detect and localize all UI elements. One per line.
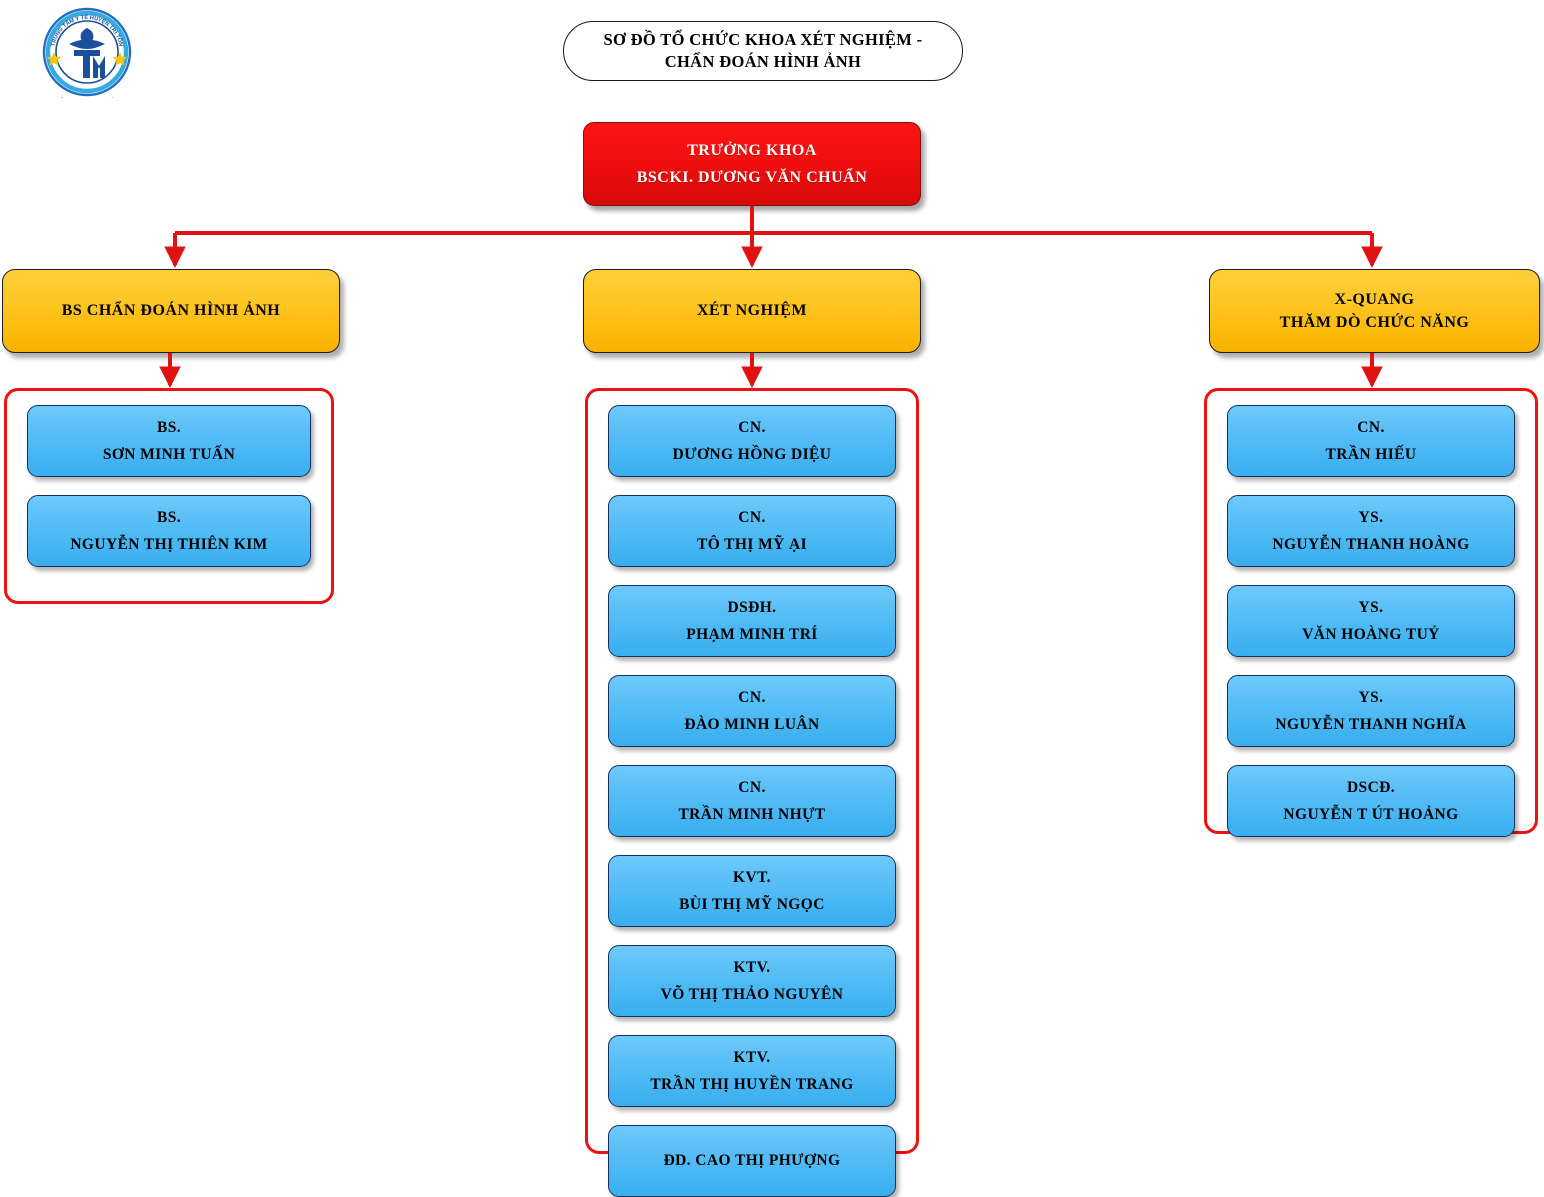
staff-card[interactable]: CN. TÔ THỊ MỸ ẠI — [608, 495, 896, 567]
staff-card[interactable]: KTV. TRẦN THỊ HUYỀN TRANG — [608, 1035, 896, 1107]
staff-name-label: NGUYỄN THANH NGHĨA — [1275, 715, 1467, 733]
staff-name-label: PHẠM MINH TRÍ — [686, 625, 818, 643]
staff-title-label: BS. — [156, 508, 182, 526]
staff-card[interactable]: YS. VĂN HOÀNG TUỶ — [1227, 585, 1515, 657]
department-title-line-2: THĂM DÒ CHỨC NĂNG — [1279, 313, 1470, 331]
staff-title-label: YS. — [1358, 688, 1384, 706]
node-department-chan-doan-hinh-anh[interactable]: BS CHẨN ĐOÁN HÌNH ẢNH — [2, 269, 340, 353]
staff-card[interactable]: YS. NGUYỄN THANH NGHĨA — [1227, 675, 1515, 747]
staff-title-label: BS. — [156, 418, 182, 436]
staff-card[interactable]: CN. TRẦN HIẾU — [1227, 405, 1515, 477]
department-title-line: XÉT NGHIỆM — [696, 302, 808, 319]
chart-title: SƠ ĐỒ TỔ CHỨC KHOA XÉT NGHIỆM - CHẨN ĐOÁ… — [563, 21, 963, 81]
root-name-label: BSCKI. DƯƠNG VĂN CHUẨN — [636, 168, 868, 186]
staff-card[interactable]: CN. DƯƠNG HỒNG DIỆU — [608, 405, 896, 477]
hospital-logo-icon: TRUNG TÂM Y TẾ HUYỆN TRI TÔN TRI TON MED… — [33, 6, 141, 119]
staff-title-label: CN. — [738, 508, 766, 526]
staff-card[interactable]: YS. NGUYỄN THANH HOÀNG — [1227, 495, 1515, 567]
staff-name-label: NGUYỄN THỊ THIÊN KIM — [70, 535, 268, 553]
staff-title-label: CN. — [1357, 418, 1385, 436]
staff-title-label: YS. — [1358, 508, 1384, 526]
staff-name-label: TRẦN THỊ HUYỀN TRANG — [650, 1075, 854, 1093]
staff-title-label: KVT. — [733, 868, 771, 886]
staff-name-label: VÕ THỊ THẢO NGUYÊN — [660, 985, 844, 1003]
svg-text:TRI TON MEDICAL CENTER: TRI TON MEDICAL CENTER — [57, 97, 117, 98]
staff-group-x-quang: CN. TRẦN HIẾU YS. NGUYỄN THANH HOÀNG YS. VĂN … — [1204, 388, 1538, 837]
staff-name-label: NGUYỄN T ÚT HOẢNG — [1283, 805, 1459, 823]
staff-title-label: DSĐH. — [727, 598, 777, 616]
staff-card[interactable]: BS. NGUYỄN THỊ THIÊN KIM — [27, 495, 311, 567]
staff-name-label: ĐÀO MINH LUÂN — [684, 715, 820, 733]
staff-name-label: TRẦN HIẾU — [1325, 445, 1417, 463]
staff-card[interactable]: CN. ĐÀO MINH LUÂN — [608, 675, 896, 747]
staff-card[interactable]: BS. SƠN MINH TUẤN — [27, 405, 311, 477]
staff-card[interactable]: KTV. VÕ THỊ THẢO NGUYÊN — [608, 945, 896, 1017]
staff-title-label: YS. — [1358, 598, 1384, 616]
root-role-label: TRƯỞNG KHOA — [687, 141, 817, 159]
staff-card[interactable]: ĐD. CAO THỊ PHƯỢNG — [608, 1125, 896, 1197]
staff-title-label: KTV. — [733, 958, 771, 976]
chart-title-line-1: SƠ ĐỒ TỔ CHỨC KHOA XÉT NGHIỆM - — [603, 30, 923, 50]
node-department-xet-nghiem[interactable]: XÉT NGHIỆM — [583, 269, 921, 353]
org-chart: TRUNG TÂM Y TẾ HUYỆN TRI TÔN TRI TON MED… — [2, 6, 1540, 1197]
staff-title-label: KTV. — [733, 1048, 771, 1066]
staff-name-label: VĂN HOÀNG TUỶ — [1302, 625, 1440, 643]
staff-card[interactable]: KVT. BÙI THỊ MỸ NGỌC — [608, 855, 896, 927]
staff-title-label: DSCĐ. — [1346, 778, 1396, 796]
staff-card[interactable]: CN. TRẦN MINH NHỰT — [608, 765, 896, 837]
chart-title-line-2: CHẨN ĐOÁN HÌNH ẢNH — [664, 52, 862, 71]
staff-card[interactable]: DSCĐ. NGUYỄN T ÚT HOẢNG — [1227, 765, 1515, 837]
staff-name-label: BÙI THỊ MỸ NGỌC — [679, 895, 825, 913]
staff-card[interactable]: DSĐH. PHẠM MINH TRÍ — [608, 585, 896, 657]
staff-name-label: DƯƠNG HỒNG DIỆU — [672, 445, 832, 463]
department-title-line-1: X-QUANG — [1334, 290, 1415, 308]
staff-title-label: CN. — [738, 418, 766, 436]
staff-title-label: CN. — [738, 778, 766, 796]
node-department-x-quang[interactable]: X-QUANG THĂM DÒ CHỨC NĂNG — [1209, 269, 1540, 353]
node-truong-khoa[interactable]: TRƯỞNG KHOA BSCKI. DƯƠNG VĂN CHUẨN — [583, 122, 921, 206]
staff-group-chan-doan-hinh-anh: BS. SƠN MINH TUẤN BS. NGUYỄN THỊ THIÊN KIM — [4, 388, 334, 604]
staff-name-label: SƠN MINH TUẤN — [102, 445, 236, 463]
staff-name-label: NGUYỄN THANH HOÀNG — [1272, 535, 1470, 553]
department-title-line: BS CHẨN ĐOÁN HÌNH ẢNH — [61, 302, 281, 319]
staff-title-label: CN. — [738, 688, 766, 706]
staff-name-label: TÔ THỊ MỸ ẠI — [696, 535, 807, 553]
staff-name-label: ĐD. CAO THỊ PHƯỢNG — [663, 1152, 841, 1169]
staff-name-label: TRẦN MINH NHỰT — [678, 805, 826, 823]
staff-group-xet-nghiem: CN. DƯƠNG HỒNG DIỆU CN. TÔ THỊ MỸ ẠI DSĐH. PH… — [585, 388, 919, 1197]
